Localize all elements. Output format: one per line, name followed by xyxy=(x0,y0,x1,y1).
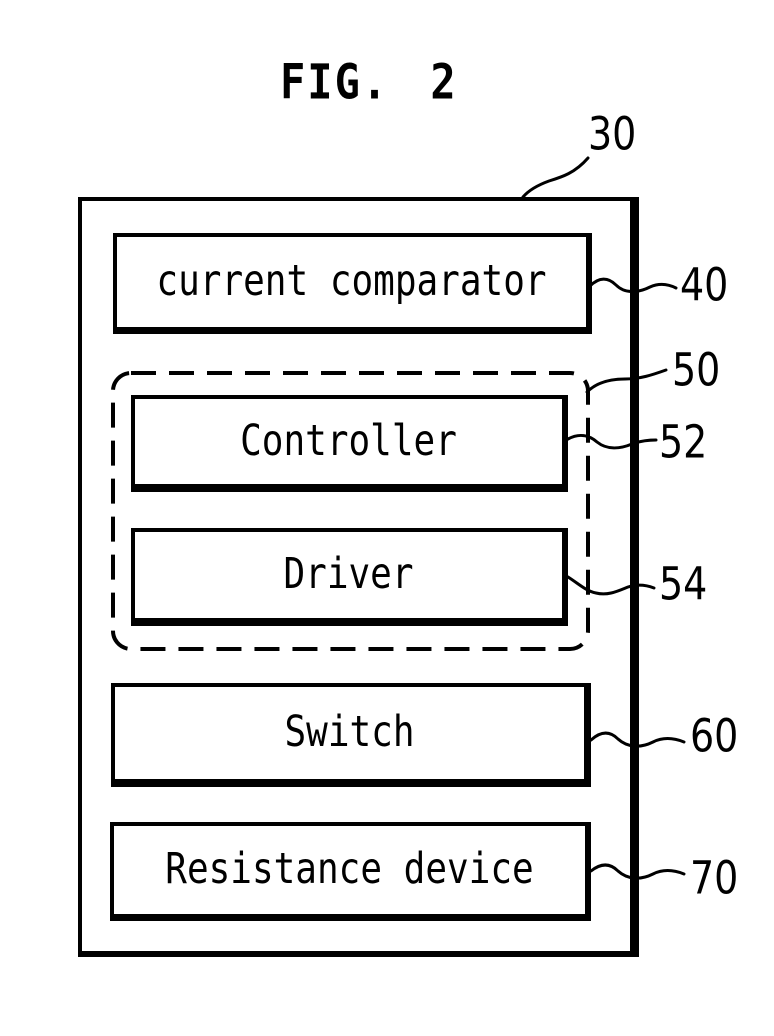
ref-number-52: 52 xyxy=(659,415,708,469)
ref-number-50: 50 xyxy=(672,343,721,397)
block-resistance-device: Resistance device xyxy=(110,822,591,921)
block-switch-label: Switch xyxy=(284,708,415,757)
block-current-comparator: current comparator xyxy=(113,233,592,334)
block-controller-label: Controller xyxy=(240,416,457,466)
ref-number-40: 40 xyxy=(680,258,729,312)
ref-number-30: 30 xyxy=(588,107,637,161)
ref-number-60: 60 xyxy=(690,709,739,763)
block-switch: Switch xyxy=(111,683,591,787)
block-resistance-device-label: Resistance device xyxy=(165,845,534,894)
leader-line-30 xyxy=(521,156,590,199)
ref-number-54: 54 xyxy=(659,557,708,611)
block-driver-label: Driver xyxy=(283,550,414,599)
block-driver: Driver xyxy=(131,528,568,626)
block-current-comparator-label: current comparator xyxy=(156,257,547,306)
block-controller: Controller xyxy=(131,395,568,492)
figure-title: FIG. 2 xyxy=(280,53,458,110)
ref-number-70: 70 xyxy=(690,851,739,905)
